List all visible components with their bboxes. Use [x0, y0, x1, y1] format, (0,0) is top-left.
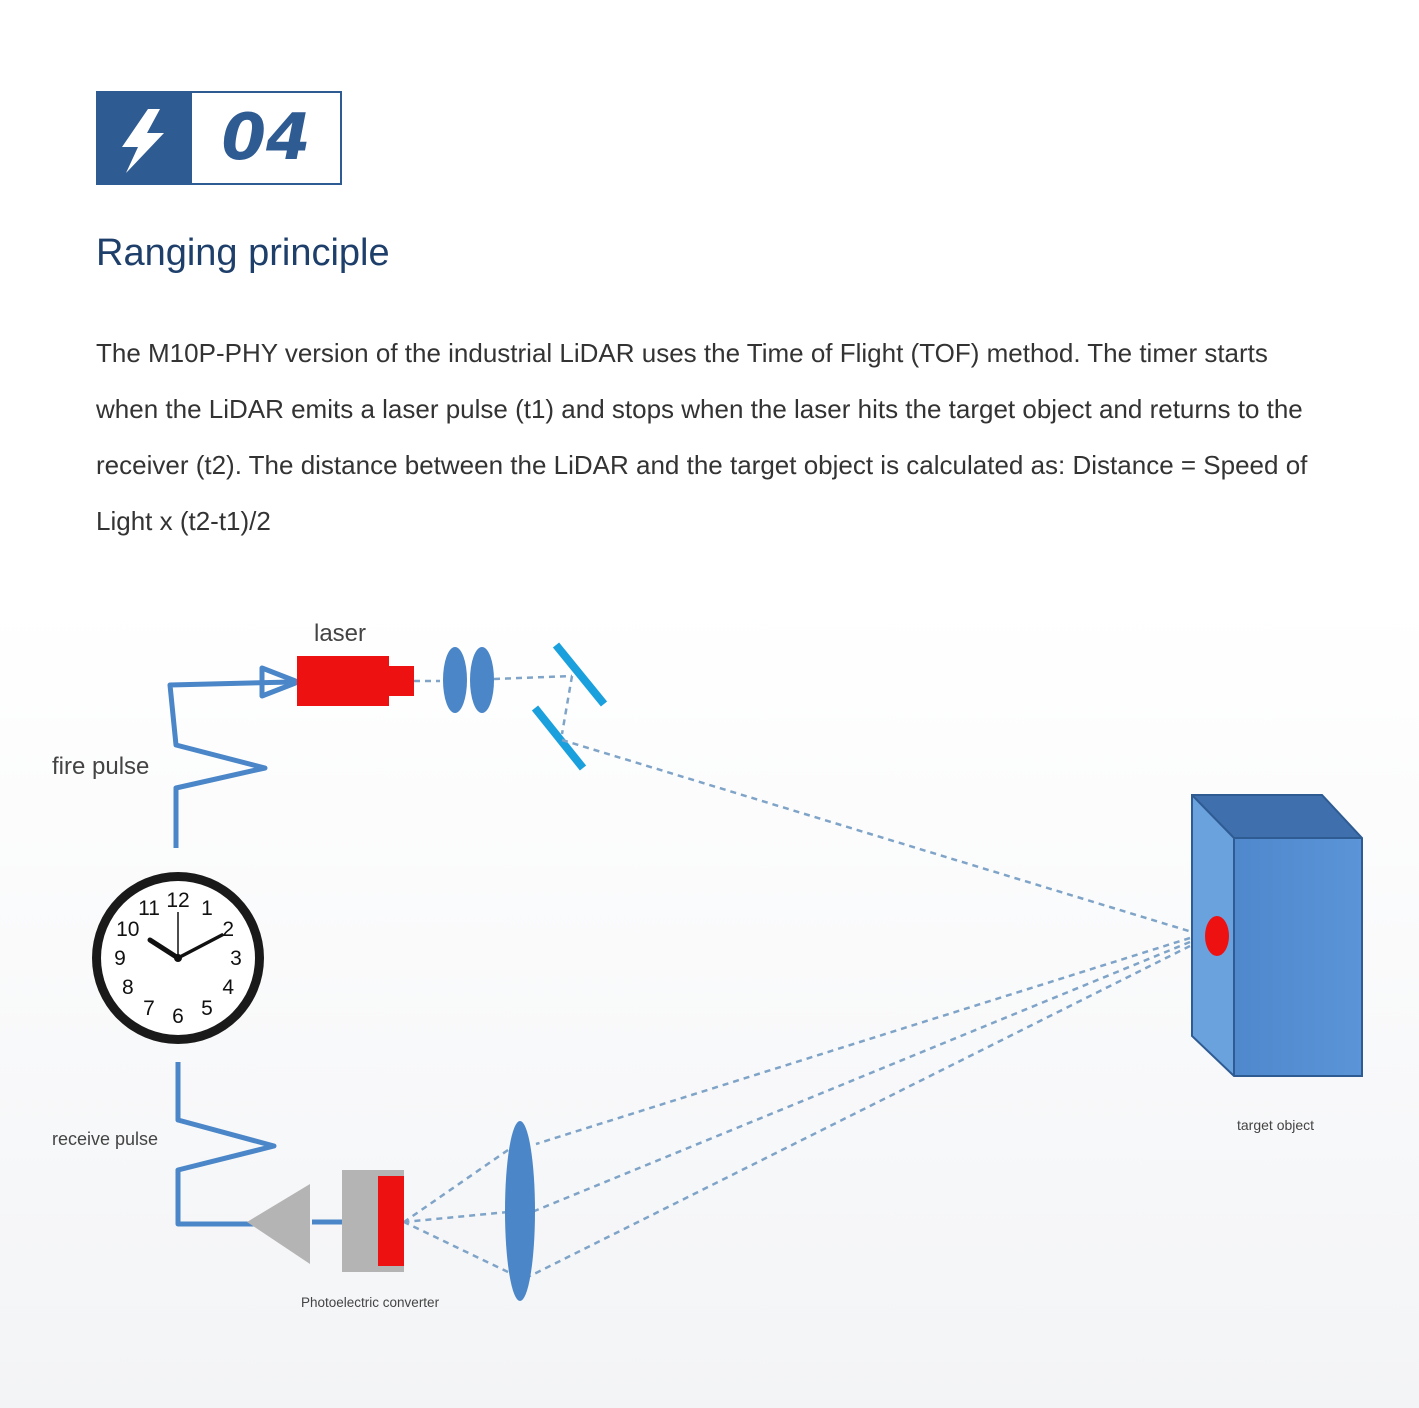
receiver-lens	[505, 1121, 535, 1301]
clock-number: 7	[143, 997, 155, 1020]
signal-path	[167, 679, 345, 1227]
section-title: Ranging principle	[96, 232, 390, 274]
clock-number: 2	[222, 918, 234, 941]
laser-beams	[403, 674, 1193, 1278]
receive-pulse-wave	[175, 1062, 277, 1227]
emitter-lens	[470, 647, 494, 713]
clock-number: 10	[116, 918, 139, 941]
emitter-lens	[443, 647, 467, 713]
tof-diagram: laser Photoelectric converter 12 12 3 45678…	[52, 620, 1363, 1310]
clock-number: 6	[172, 1005, 184, 1028]
laser-label: laser	[314, 620, 366, 647]
clock-number: 3	[230, 947, 242, 970]
fire-pulse-wave	[167, 679, 293, 848]
photoelectric-converter-label: Photoelectric converter	[301, 1295, 440, 1310]
fire-pulse-label: fire pulse	[52, 753, 149, 780]
mirror	[531, 705, 587, 771]
arrow-head-icon	[259, 665, 301, 699]
section-badge: 04	[96, 91, 342, 185]
section-number: 04	[221, 101, 311, 175]
clock-number: 11	[138, 897, 160, 920]
receive-pulse-label: receive pulse	[52, 1129, 158, 1149]
target-object-label: target object	[1237, 1117, 1314, 1133]
lightning-bolt-icon	[98, 93, 192, 183]
clock-number: 9	[114, 947, 126, 970]
laser-spot	[1205, 916, 1229, 956]
clock-number: 5	[201, 997, 213, 1020]
laser-emitter	[297, 656, 414, 706]
mirror	[552, 642, 608, 707]
clock-number: 8	[122, 976, 134, 999]
clock-number: 12	[166, 889, 189, 912]
clock-number: 1	[201, 897, 213, 920]
photoelectric-converter	[247, 1170, 404, 1272]
clock-number: 4	[222, 976, 234, 999]
section-description: The M10P-PHY version of the industrial L…	[96, 338, 1308, 536]
target-object	[1191, 794, 1363, 1077]
